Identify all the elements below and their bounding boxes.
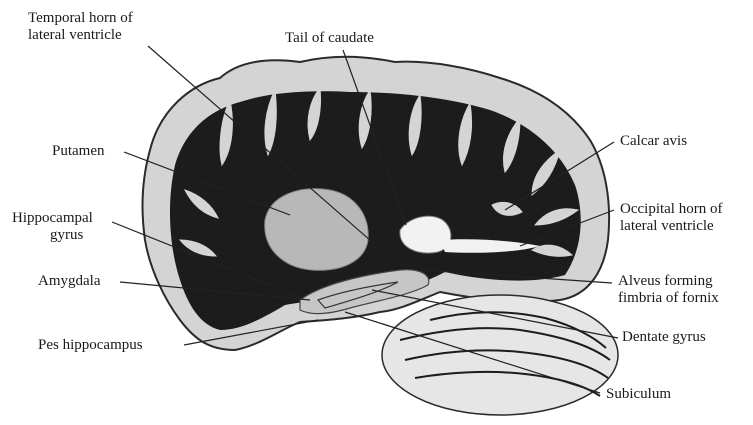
label-subiculum: Subiculum xyxy=(606,386,671,403)
label-hippocampal-gyrus: Hippocampal gyrus xyxy=(12,210,93,244)
label-tail-of-caudate: Tail of caudate xyxy=(285,30,374,47)
label-alveus: Alveus forming fimbria of fornix xyxy=(618,273,719,307)
label-putamen: Putamen xyxy=(52,143,105,160)
label-dentate-gyrus: Dentate gyrus xyxy=(622,329,706,346)
label-calcar-avis: Calcar avis xyxy=(620,133,687,150)
putamen-shape xyxy=(265,189,368,271)
label-temporal-horn: Temporal horn of lateral ventricle xyxy=(28,10,133,44)
label-occipital-horn: Occipital horn of lateral ventricle xyxy=(620,201,722,235)
label-amygdala: Amygdala xyxy=(38,273,100,290)
label-pes-hippocampus: Pes hippocampus xyxy=(38,337,143,354)
